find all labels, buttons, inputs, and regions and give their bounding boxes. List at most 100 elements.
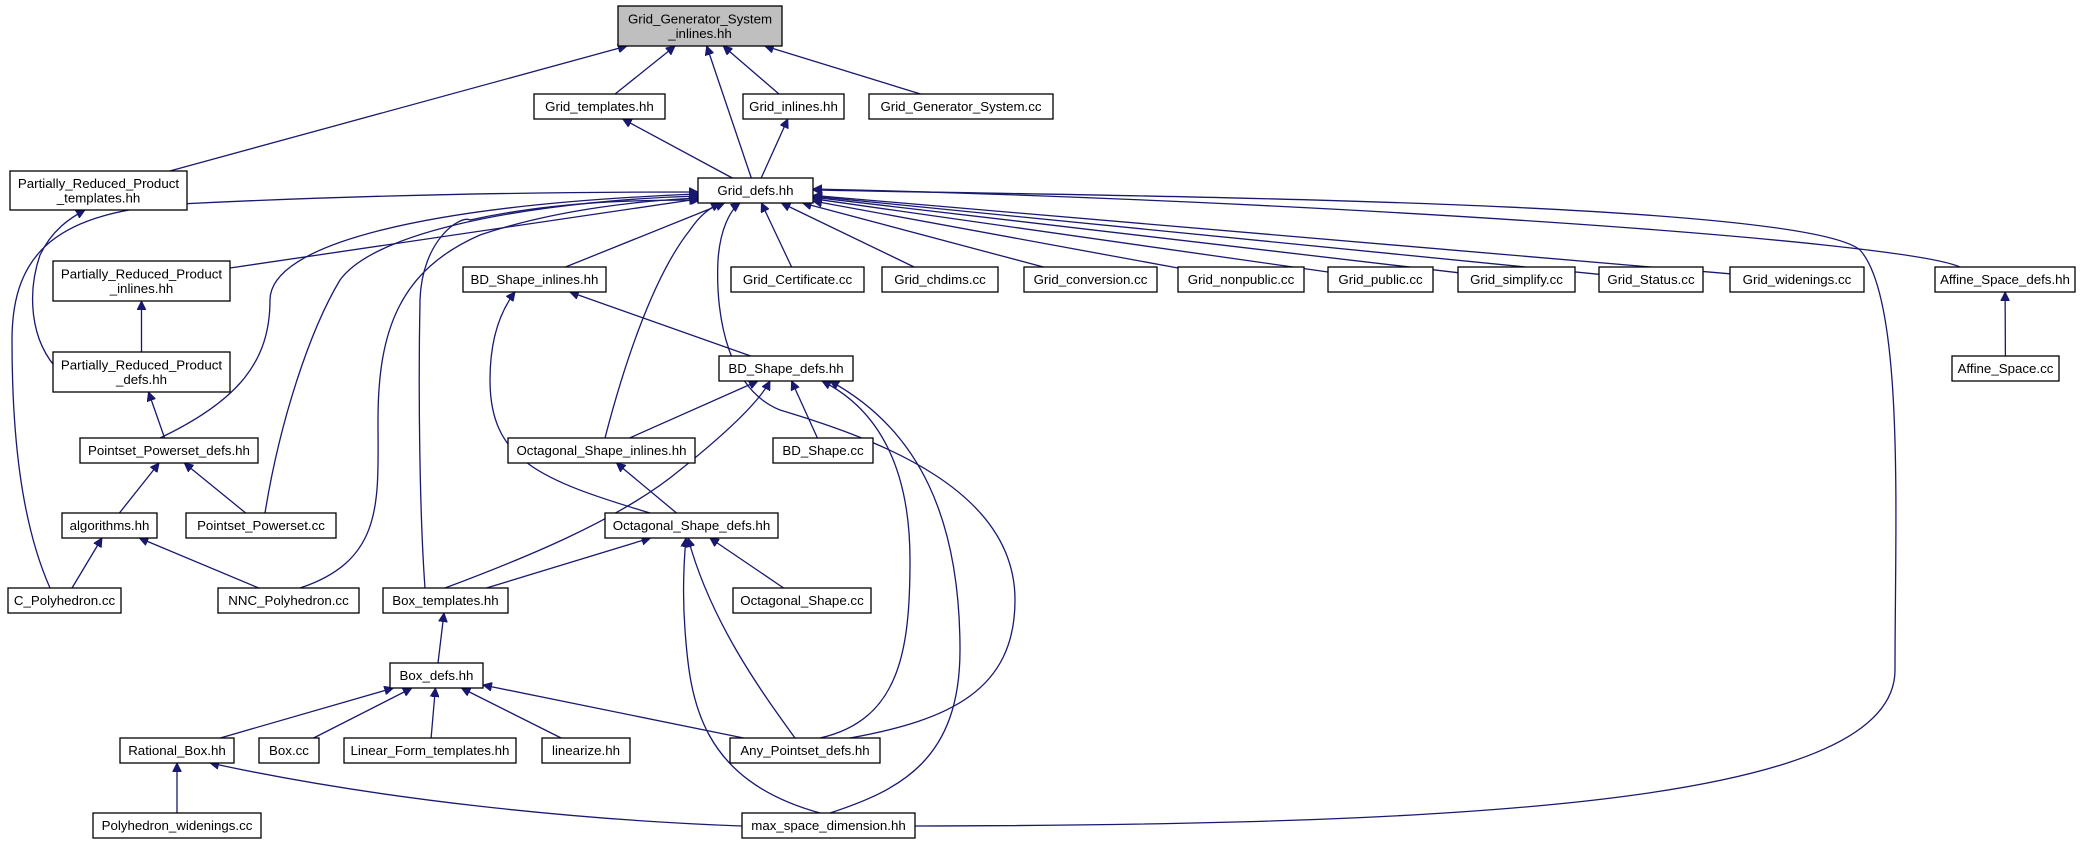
node-label: Linear_Form_templates.hh: [351, 743, 510, 758]
edge-bds-inlines-to-grid-defs: [565, 203, 725, 268]
node-label: Box_templates.hh: [392, 593, 498, 608]
node-label: Partially_Reduced_Product: [61, 266, 222, 281]
node-grid-conversion[interactable]: Grid_conversion.cc: [1023, 266, 1158, 293]
edge-grid-status-to-grid-defs: [813, 196, 1600, 275]
node-box: [185, 512, 337, 539]
node-c-poly[interactable]: C_Polyhedron.cc: [7, 587, 122, 614]
edge-algorithms-to-pps-defs: [118, 463, 159, 514]
node-nnc-poly[interactable]: NNC_Polyhedron.cc: [217, 587, 360, 614]
node-pps-defs[interactable]: Pointset_Powerset_defs.hh: [79, 437, 259, 464]
node-label: Grid_defs.hh: [717, 183, 793, 198]
node-label: Grid_Certificate.cc: [743, 272, 853, 287]
node-bds-defs[interactable]: BD_Shape_defs.hh: [718, 355, 854, 382]
edge-linearize-to-box-defs: [461, 687, 562, 739]
node-os-defs[interactable]: Octagonal_Shape_defs.hh: [604, 512, 779, 539]
node-box-defs[interactable]: Box_defs.hh: [389, 662, 484, 689]
node-label: Grid_Status.cc: [1607, 272, 1695, 287]
node-grid-templates[interactable]: Grid_templates.hh: [533, 93, 666, 120]
edge-pps-defs-to-grid-defs: [159, 194, 698, 439]
node-affine-defs[interactable]: Affine_Space_defs.hh: [1934, 266, 2076, 293]
node-box: [7, 587, 122, 614]
node-grid-defs[interactable]: Grid_defs.hh: [697, 177, 814, 204]
edge-pps-defs-to-prp-defs: [149, 392, 166, 439]
node-box: [881, 266, 999, 293]
edge-prp-defs-to-prp-templates: [32, 209, 85, 373]
node-label: Any_Pointset_defs.hh: [740, 743, 869, 758]
node-grid-public[interactable]: Grid_public.cc: [1327, 266, 1434, 293]
node-grid-simplify[interactable]: Grid_simplify.cc: [1457, 266, 1576, 293]
edge-grid-templates-to-root: [614, 46, 675, 95]
node-bds-inlines[interactable]: BD_Shape_inlines.hh: [462, 266, 607, 293]
node-grid-widenings[interactable]: Grid_widenings.cc: [1729, 266, 1865, 293]
node-os-inlines[interactable]: Octagonal_Shape_inlines.hh: [507, 437, 696, 464]
node-label: Partially_Reduced_Product: [18, 176, 179, 191]
edge-bds-cc-to-bds-defs: [792, 381, 818, 439]
edge-lf-templates-to-box-defs: [431, 688, 435, 739]
edge-rational-box-to-box-defs: [220, 688, 393, 739]
node-box: [52, 351, 231, 393]
node-ggs-cc[interactable]: Grid_Generator_System.cc: [868, 93, 1054, 120]
node-prp-defs[interactable]: Partially_Reduced_Product_defs.hh: [52, 351, 231, 393]
edge-nnc-poly-to-grid-defs: [299, 198, 700, 589]
node-box: [61, 512, 158, 539]
edge-grid-nonpublic-to-grid-defs: [813, 201, 1179, 269]
node-aps-defs[interactable]: Any_Pointset_defs.hh: [729, 737, 881, 764]
edge-bds-defs-to-bds-inlines: [570, 292, 751, 357]
node-box: [1598, 266, 1704, 293]
node-box: [718, 355, 854, 382]
node-lf-templates[interactable]: Linear_Form_templates.hh: [343, 737, 517, 764]
node-rational-box[interactable]: Rational_Box.hh: [119, 737, 235, 764]
node-box: [741, 812, 916, 839]
node-label: Grid_simplify.cc: [1470, 272, 1563, 287]
node-prp-inlines[interactable]: Partially_Reduced_Product_inlines.hh: [52, 260, 231, 302]
node-os-cc[interactable]: Octagonal_Shape.cc: [732, 587, 872, 614]
node-label: Pointset_Powerset.cc: [197, 518, 325, 533]
edge-aps-defs-to-os-defs: [688, 538, 796, 739]
node-linearize[interactable]: linearize.hh: [541, 737, 631, 764]
node-prp-templates[interactable]: Partially_Reduced_Product_templates.hh: [9, 170, 188, 211]
node-grid-status[interactable]: Grid_Status.cc: [1598, 266, 1704, 293]
node-bds-cc[interactable]: BD_Shape.cc: [772, 437, 874, 464]
node-box: [1177, 266, 1305, 293]
node-label: Grid_chdims.cc: [894, 272, 986, 287]
node-label: NNC_Polyhedron.cc: [228, 593, 349, 608]
node-affine-cc[interactable]: Affine_Space.cc: [1951, 355, 2060, 382]
node-label: Affine_Space.cc: [1958, 361, 2054, 376]
node-box-cc[interactable]: Box.cc: [258, 737, 320, 764]
node-algorithms[interactable]: algorithms.hh: [61, 512, 158, 539]
edge-max-space-to-grid-defs: [813, 190, 1897, 827]
node-box: [1934, 266, 2076, 293]
node-grid-certificate[interactable]: Grid_Certificate.cc: [730, 266, 865, 293]
node-box: [9, 170, 188, 211]
node-label: algorithms.hh: [70, 518, 150, 533]
node-box: [217, 587, 360, 614]
node-root[interactable]: Grid_Generator_System_inlines.hh: [617, 5, 783, 47]
node-label: C_Polyhedron.cc: [14, 593, 116, 608]
node-box: [119, 737, 235, 764]
node-box-templates[interactable]: Box_templates.hh: [382, 587, 509, 614]
edge-os-cc-to-os-defs: [710, 538, 784, 589]
node-box: [389, 662, 484, 689]
node-label: Grid_templates.hh: [545, 99, 654, 114]
edge-grid-defs-to-grid-inlines: [760, 119, 788, 179]
node-box: [1023, 266, 1158, 293]
node-label: Grid_nonpublic.cc: [1188, 272, 1295, 287]
node-box: [697, 177, 814, 204]
node-poly-widenings[interactable]: Polyhedron_widenings.cc: [92, 812, 262, 839]
node-box: [343, 737, 517, 764]
node-label: Partially_Reduced_Product: [61, 357, 222, 372]
node-box: [541, 737, 631, 764]
edge-prp-inlines-to-grid-defs: [229, 199, 698, 269]
node-max-space[interactable]: max_space_dimension.hh: [741, 812, 916, 839]
node-box: [1457, 266, 1576, 293]
node-pps-cc[interactable]: Pointset_Powerset.cc: [185, 512, 337, 539]
edge-os-defs-to-os-inlines: [617, 463, 677, 514]
node-box: [729, 737, 881, 764]
node-grid-nonpublic[interactable]: Grid_nonpublic.cc: [1177, 266, 1305, 293]
edge-grid-simplify-to-grid-defs: [813, 197, 1459, 274]
node-label: Octagonal_Shape_defs.hh: [613, 518, 770, 533]
node-grid-chdims[interactable]: Grid_chdims.cc: [881, 266, 999, 293]
node-grid-inlines[interactable]: Grid_inlines.hh: [742, 93, 845, 120]
node-label: _inlines.hh: [109, 281, 174, 296]
